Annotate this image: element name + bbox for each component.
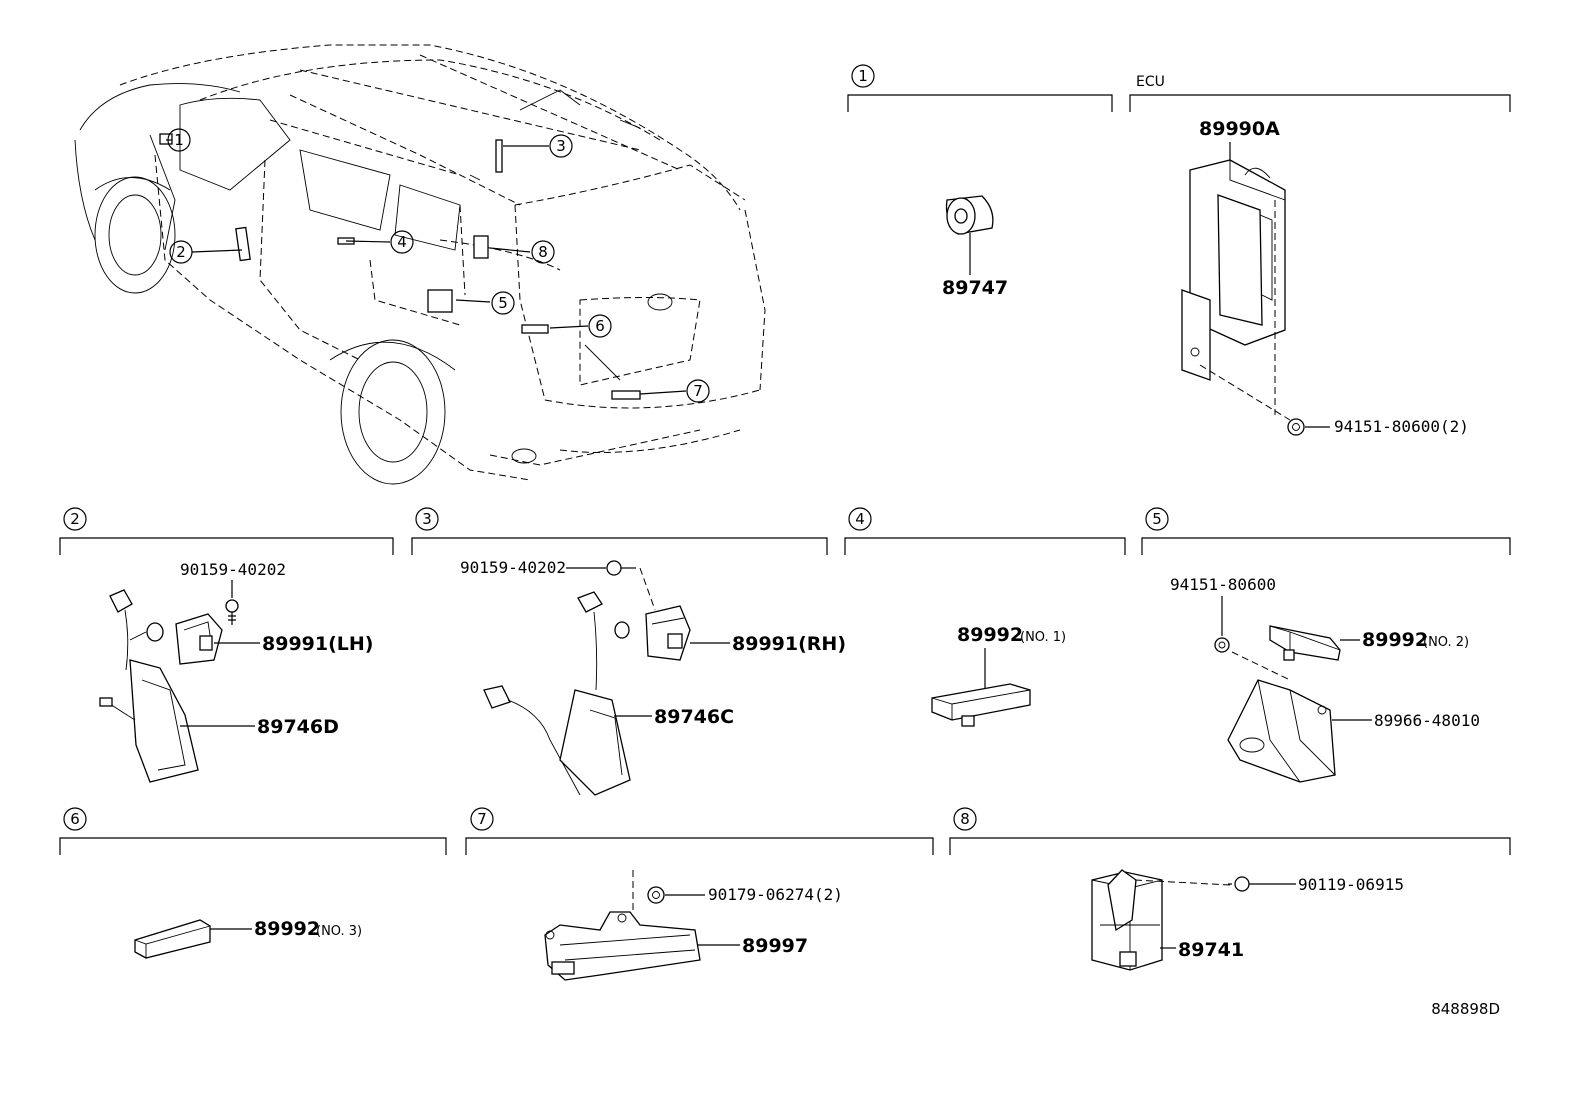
section-4: 4 89992 (NO. 1)	[844, 507, 1126, 727]
svg-text:8: 8	[538, 243, 548, 261]
part-label-89747[interactable]: 89747	[942, 277, 1008, 299]
section-ecu: ECU 89990A 94151-80600(2)	[1129, 74, 1511, 436]
callout-7: 7	[686, 379, 710, 403]
part-label-89997[interactable]: 89997	[742, 935, 808, 957]
callout-1: 1	[167, 128, 191, 152]
bolt-90159-40202-lh-illustration	[225, 599, 239, 625]
svg-text:2: 2	[70, 510, 80, 528]
part-label-89741[interactable]: 89741	[1178, 939, 1244, 961]
part-label-94151-80600[interactable]: 94151-80600	[1170, 575, 1276, 594]
callout-6: 6	[588, 314, 612, 338]
diagram-code: 848898D	[1431, 1000, 1500, 1018]
section-header-ecu: ECU	[1136, 74, 1165, 90]
part-label-90159-40202-rh[interactable]: 90159-40202	[460, 558, 566, 577]
svg-text:4: 4	[855, 510, 865, 528]
part-label-90159-40202-lh[interactable]: 90159-40202	[180, 560, 286, 579]
part-89990A-illustration	[1181, 159, 1286, 381]
svg-text:5: 5	[1152, 510, 1162, 528]
part-89991-rh-illustration	[645, 605, 691, 661]
part-note-no1: (NO. 1)	[1020, 630, 1066, 645]
bolt-90119-06915-illustration	[1228, 876, 1250, 892]
part-89741-illustration	[1091, 869, 1163, 971]
vehicle-overview-illustration	[74, 44, 766, 485]
bracket-89966-48010-illustration	[1227, 679, 1336, 783]
part-label-89992-no1[interactable]: 89992	[957, 624, 1023, 646]
svg-text:5: 5	[498, 294, 508, 312]
nut-90179-06274-illustration	[647, 886, 665, 904]
svg-text:4: 4	[397, 233, 407, 251]
svg-text:7: 7	[477, 810, 487, 828]
svg-text:1: 1	[174, 131, 184, 149]
bolt-90159-40202-rh-illustration	[606, 560, 636, 576]
section-7: 7 90179-06274(2) 89997	[465, 807, 934, 981]
section-2: 2 90159-40202 89991(LH) 89746D	[59, 507, 394, 783]
part-label-89991-rh[interactable]: 89991(RH)	[732, 633, 846, 655]
part-89991-lh-illustration	[175, 613, 223, 665]
svg-text:3: 3	[556, 137, 566, 155]
section-5: 5 94151-80600 89992 (NO. 2) 89966-48010	[1141, 507, 1511, 783]
callout-4: 4	[390, 230, 414, 254]
part-89992-no2-illustration	[1269, 625, 1341, 661]
svg-text:2: 2	[176, 243, 186, 261]
svg-text:6: 6	[70, 810, 80, 828]
svg-text:7: 7	[693, 382, 703, 400]
callout-8: 8	[531, 240, 555, 264]
callout-2: 2	[169, 240, 193, 264]
part-89992-no1-illustration	[931, 683, 1031, 727]
part-label-89991-lh[interactable]: 89991(LH)	[262, 633, 373, 655]
part-label-89746C[interactable]: 89746C	[654, 706, 734, 728]
svg-text:1: 1	[858, 67, 868, 85]
callout-3: 3	[549, 134, 573, 158]
nut-94151-80600-ecu-illustration	[1287, 418, 1305, 436]
section-3: 3 90159-40202 89991(RH) 89746C	[411, 507, 846, 796]
part-label-89992-no2[interactable]: 89992	[1362, 629, 1428, 651]
part-89992-no3-illustration	[134, 919, 211, 959]
section-1: 1 89747	[847, 64, 1113, 299]
harness-89746D-illustration	[99, 589, 199, 783]
part-label-89966-48010[interactable]: 89966-48010	[1374, 711, 1480, 730]
harness-89746C-illustration	[483, 591, 631, 796]
part-note-no2: (NO. 2)	[1423, 635, 1469, 650]
part-label-89746D[interactable]: 89746D	[257, 716, 339, 738]
svg-text:6: 6	[595, 317, 605, 335]
part-89997-illustration	[544, 911, 701, 981]
svg-text:3: 3	[422, 510, 432, 528]
part-label-90119-06915[interactable]: 90119-06915	[1298, 875, 1404, 894]
part-label-89992-no3[interactable]: 89992	[254, 918, 320, 940]
callout-5: 5	[491, 291, 515, 315]
part-label-94151-80600-2[interactable]: 94151-80600(2)	[1334, 417, 1469, 436]
section-6: 6 89992 (NO. 3)	[59, 807, 447, 959]
part-note-no3: (NO. 3)	[316, 924, 362, 939]
section-8: 8 90119-06915 89741	[949, 807, 1511, 971]
svg-text:8: 8	[960, 810, 970, 828]
part-label-89990A[interactable]: 89990A	[1199, 118, 1280, 140]
part-label-90179-06274-2[interactable]: 90179-06274(2)	[708, 885, 843, 904]
part-89747-illustration	[945, 195, 994, 235]
nut-94151-80600-illustration	[1214, 637, 1230, 653]
